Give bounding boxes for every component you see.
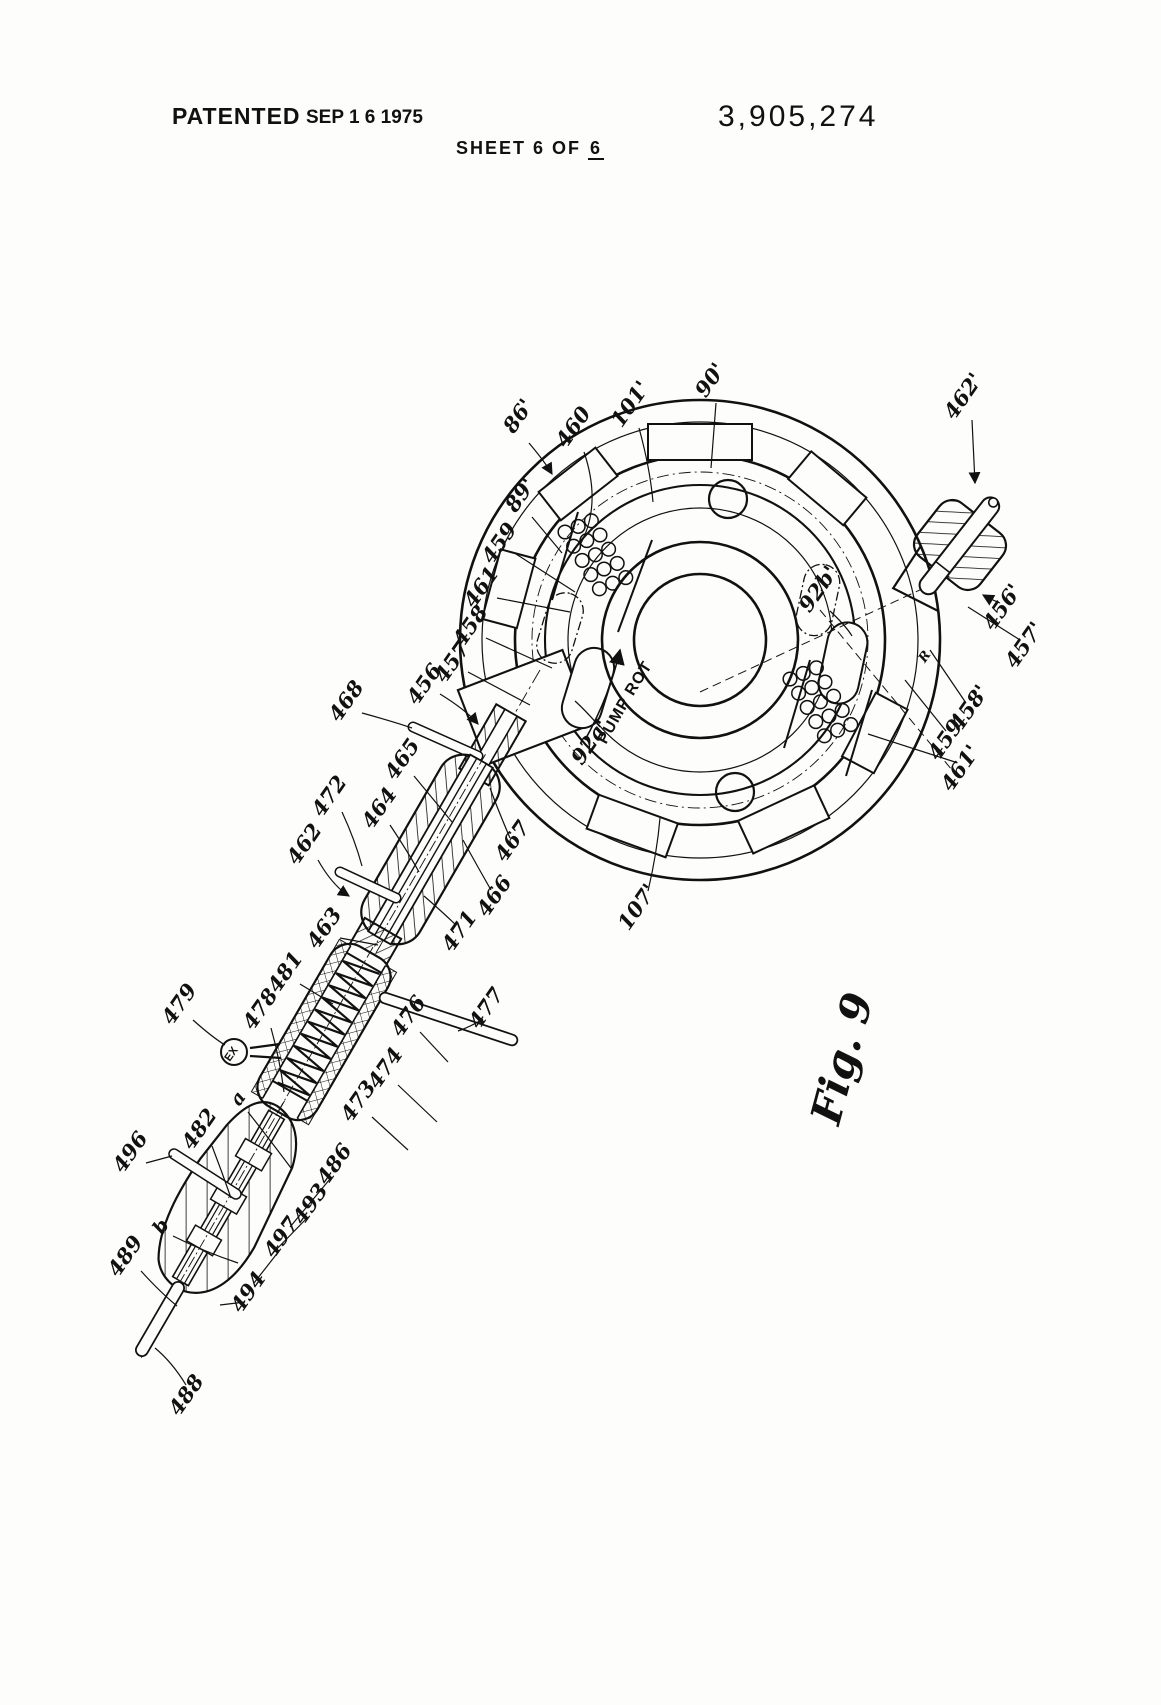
ref-486: 486 — [311, 1138, 357, 1189]
ref-467: 467 — [489, 815, 535, 866]
ref-465: 465 — [379, 734, 425, 784]
figure-caption: Fig. 9 — [801, 987, 883, 1130]
leader-476 — [420, 1032, 448, 1062]
ref-464: 464 — [356, 783, 402, 833]
ref-496: 496 — [107, 1126, 153, 1177]
ref-107p: 107' — [612, 879, 661, 935]
leader-474 — [398, 1085, 437, 1122]
leader-458 — [486, 638, 552, 668]
ref-488: 488 — [163, 1369, 209, 1420]
ref-92b: 92b' — [793, 561, 842, 617]
roller-cluster-upper-left — [552, 512, 652, 632]
leader-473 — [372, 1117, 408, 1150]
stem-488 — [142, 1288, 178, 1350]
pump-rotation-note: PUMP ROT. — [0, 0, 656, 747]
ref-90p: 90' — [689, 358, 730, 402]
leader-468 — [362, 713, 412, 728]
leader-458p — [930, 650, 966, 703]
ref-456p: 456' — [977, 579, 1026, 635]
ref-86p: 86' — [497, 394, 539, 438]
rotor-bore-inner — [634, 574, 766, 706]
ref-457p: 457' — [999, 617, 1048, 673]
rotor-lobe-top — [709, 480, 747, 518]
leader-462p — [972, 420, 975, 483]
ref-466: 466 — [471, 870, 517, 921]
rotor-bore-outer — [602, 542, 798, 738]
ref-489: 489 — [102, 1230, 148, 1281]
pin-468 — [413, 727, 478, 756]
ref-462: 462 — [281, 819, 327, 869]
ref-89p: 89' — [499, 473, 541, 517]
ref-468: 468 — [323, 675, 369, 726]
leader-496 — [146, 1156, 172, 1163]
ref-472: 472 — [306, 771, 352, 821]
ref-462p: 462' — [938, 368, 987, 424]
leader-479 — [193, 1020, 225, 1045]
